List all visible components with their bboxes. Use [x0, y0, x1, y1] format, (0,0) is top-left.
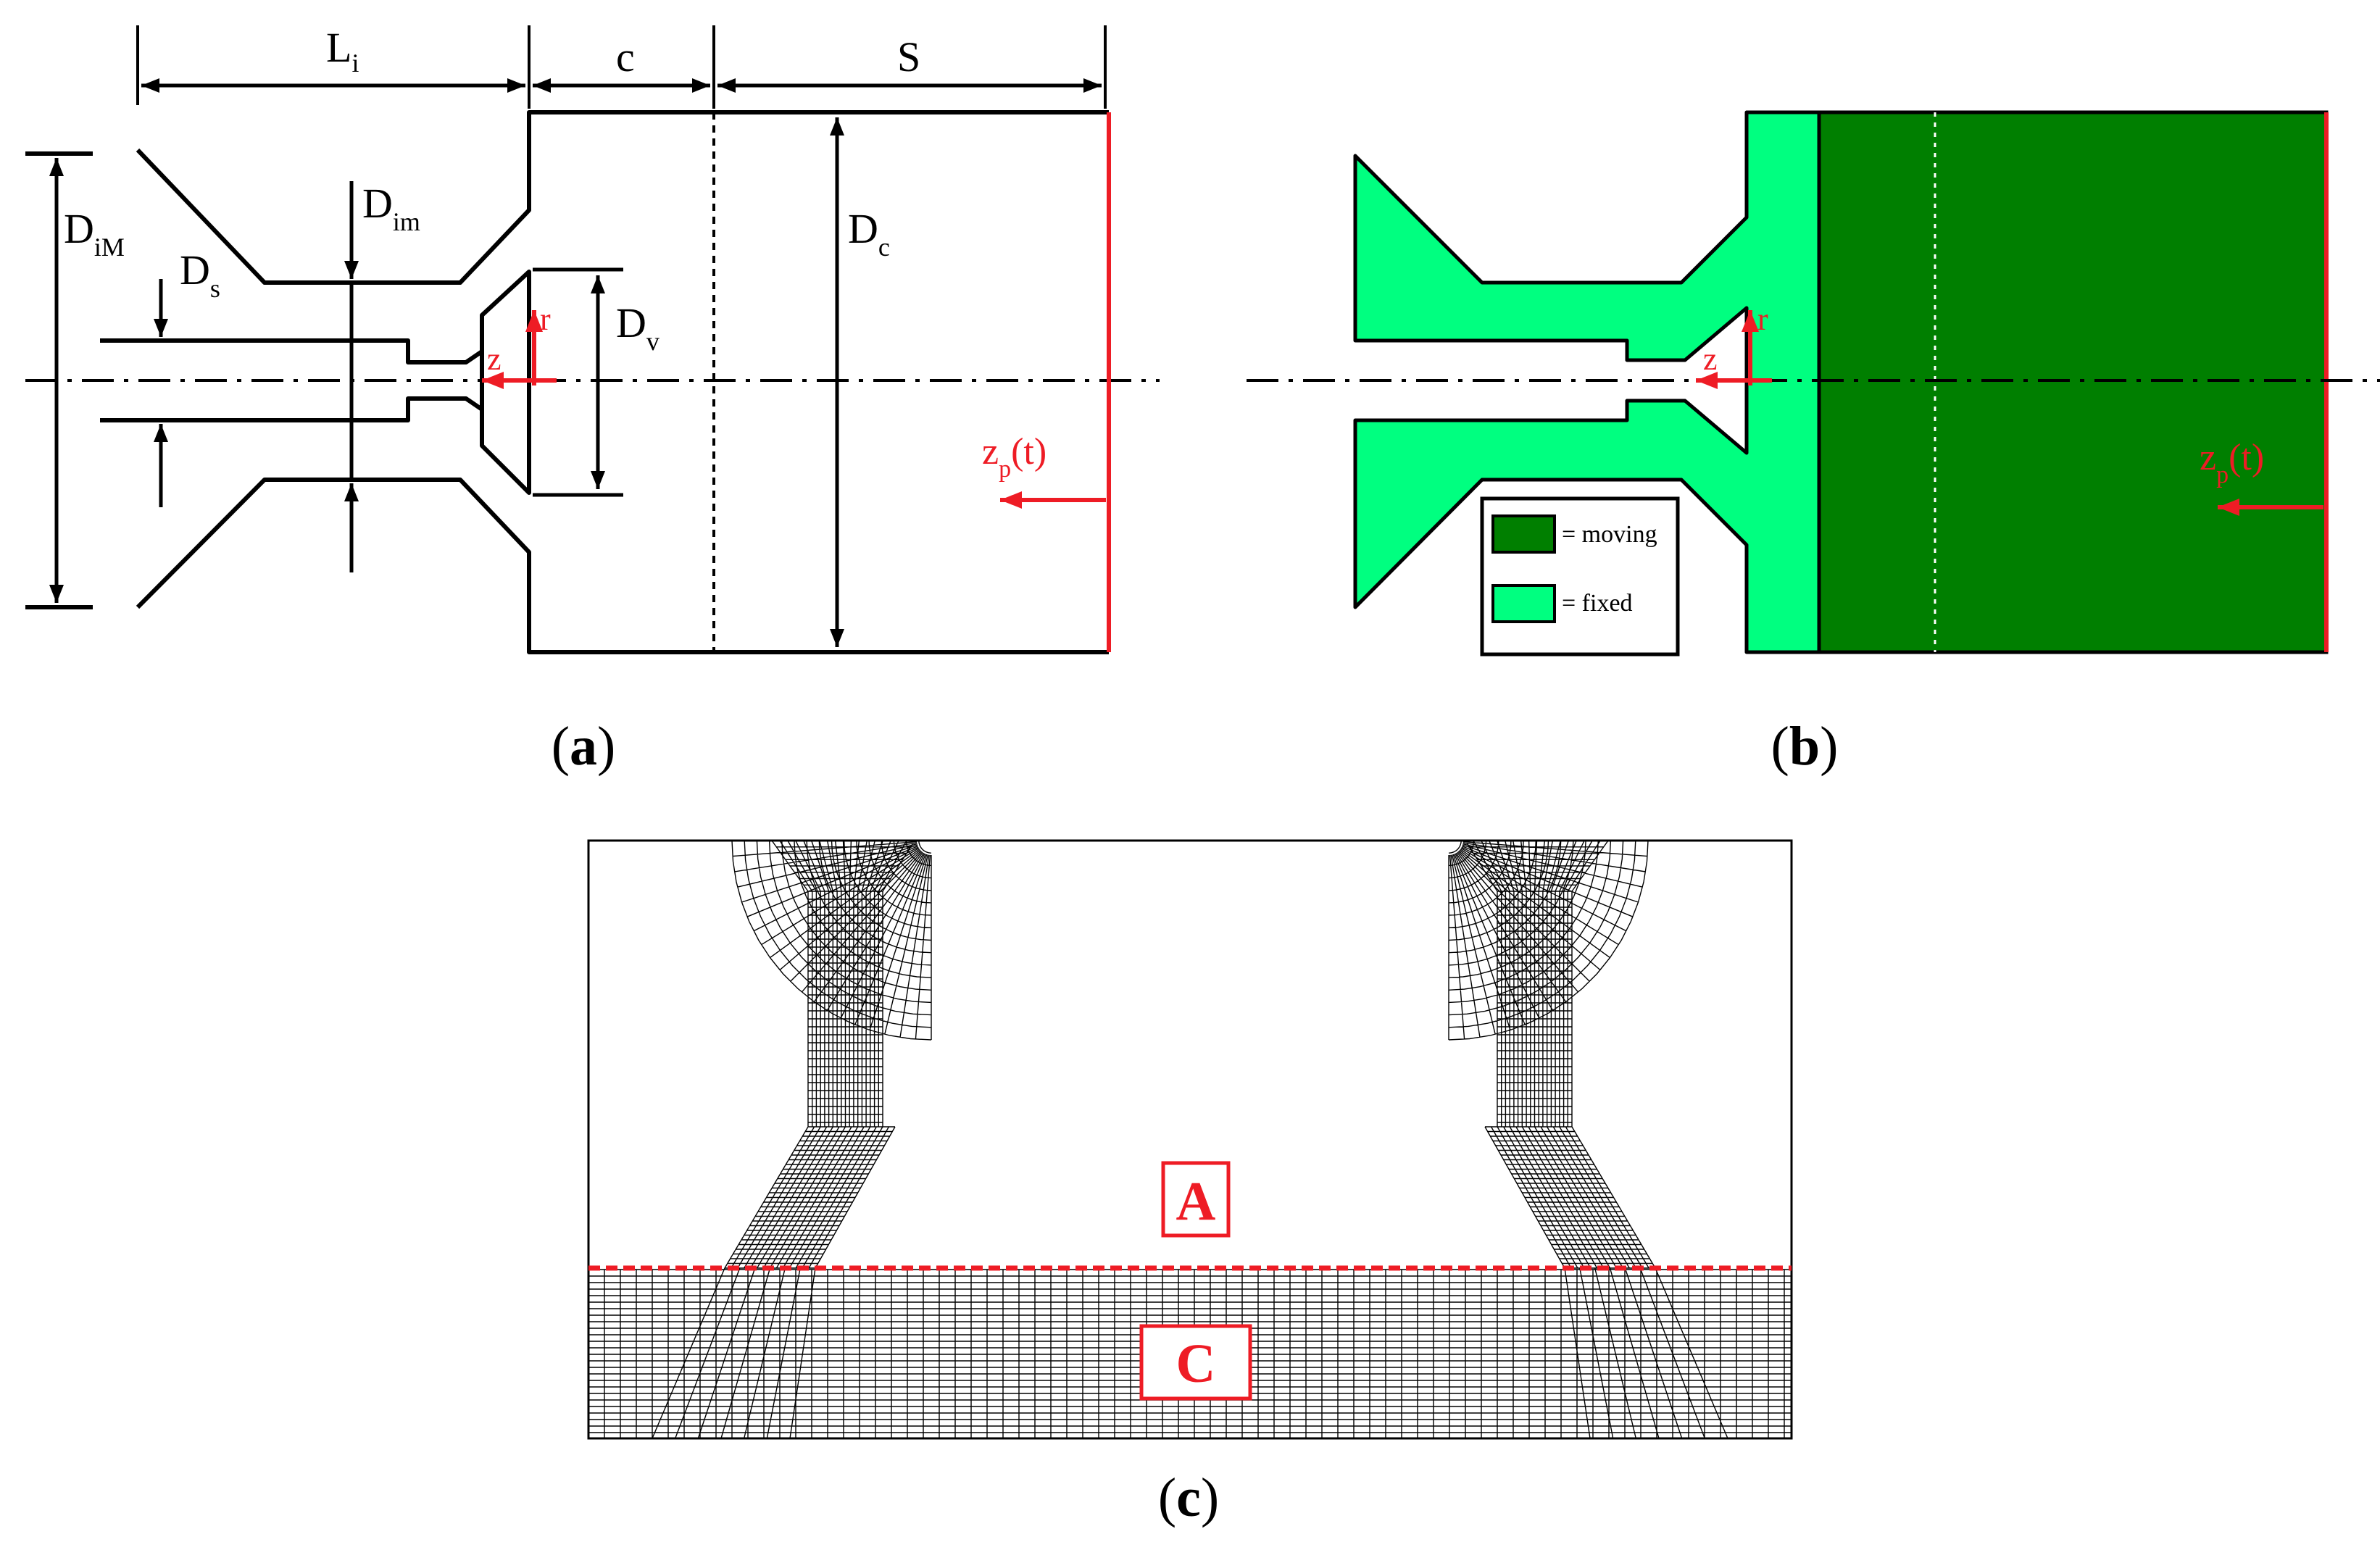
panel-b: r z zp(t) = moving = fixed — [1247, 110, 2380, 657]
dv-label: Dv — [616, 299, 660, 356]
region-a-label: A — [1176, 1171, 1216, 1232]
fixed-region — [1353, 110, 1821, 654]
caption-c: (c) — [1158, 1467, 1219, 1528]
panel-b-z-axis-label: z — [1703, 341, 1718, 377]
panel-a-axes — [482, 310, 557, 389]
legend: = moving = fixed — [1480, 496, 1680, 657]
li-label: Li — [326, 24, 359, 78]
panel-c: A C — [587, 839, 1793, 1440]
caption-b: (b) — [1771, 716, 1839, 777]
region-c-box — [1139, 1324, 1252, 1401]
caption-a: (a) — [552, 716, 616, 777]
legend-label-fixed: = fixed — [1562, 590, 1633, 617]
dim-max-label: DiM — [64, 205, 125, 262]
panel-a-outline — [25, 110, 1109, 654]
r-axis-label: r — [540, 301, 551, 337]
region-a-box — [1161, 1161, 1231, 1238]
region-c-label: C — [1176, 1333, 1216, 1394]
panel-b-axes — [1696, 310, 1772, 389]
panel-a: Li c S DiM Dim Ds Dv Dc r z zp(t) — [25, 24, 1160, 654]
dim-min-label: Dim — [362, 180, 420, 236]
moving-region — [1817, 110, 2329, 654]
c-label: c — [616, 33, 635, 80]
s-label: S — [897, 33, 920, 80]
z-axis-label: z — [487, 341, 502, 377]
dc-label: Dc — [848, 205, 890, 262]
panel-a-dimension-arrows — [49, 78, 1102, 647]
legend-swatch-fixed — [1491, 584, 1556, 623]
panel-a-extension-lines — [136, 25, 1107, 109]
legend-label-moving: = moving — [1562, 521, 1657, 548]
panel-b-r-axis-label: r — [1757, 301, 1768, 337]
legend-swatch-moving — [1491, 514, 1556, 554]
zp-label: zp(t) — [982, 431, 1047, 483]
panel-b-zp-label: zp(t) — [2200, 437, 2264, 488]
ds-label: Ds — [180, 246, 220, 303]
